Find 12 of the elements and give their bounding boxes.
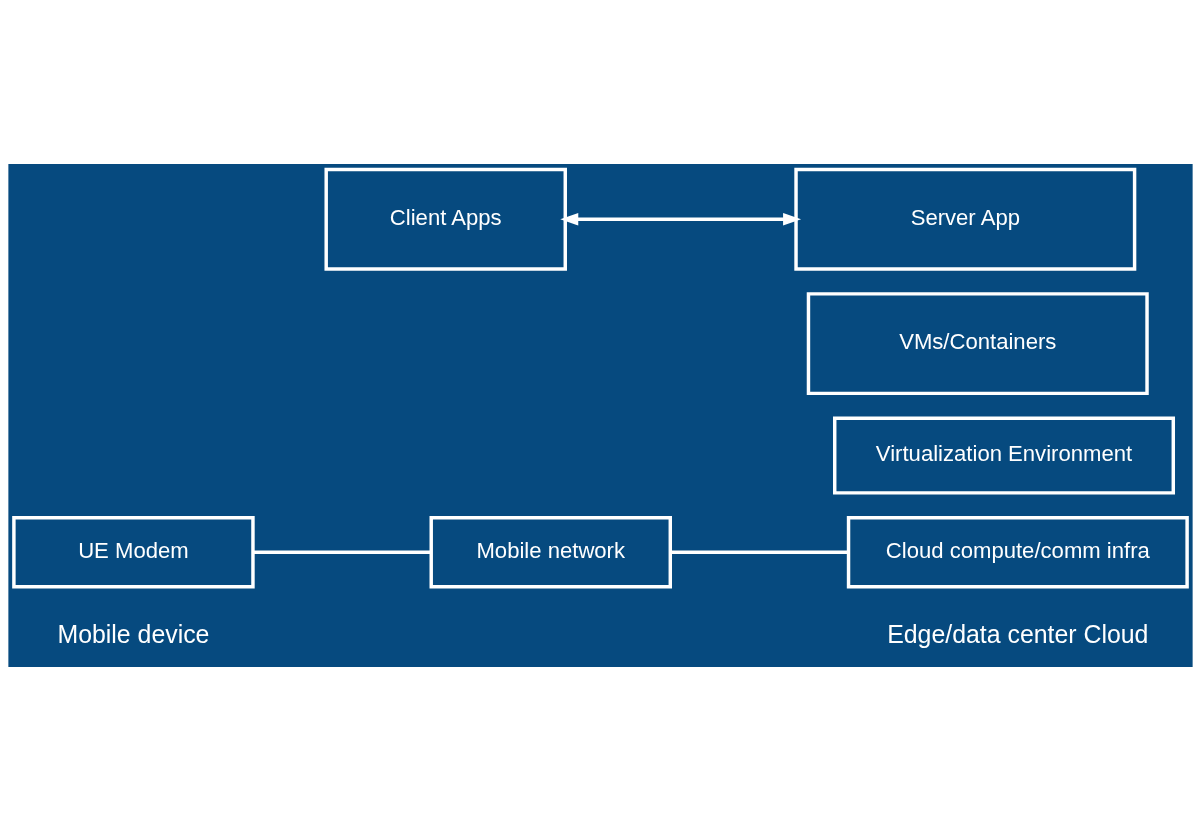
- node-box: VMs/Containers: [806, 292, 1149, 396]
- label: Edge/data center Cloud: [887, 619, 1149, 648]
- node-box: UE Modem: [12, 516, 255, 589]
- label: Mobile device: [57, 619, 210, 648]
- node-box: Virtualization Environment: [833, 416, 1175, 495]
- node-box: Cloud compute/comm infra: [846, 516, 1189, 589]
- connector: [670, 550, 849, 555]
- node-box: Client Apps: [324, 167, 567, 271]
- arrow: [560, 213, 802, 226]
- node-box: Server App: [794, 167, 1137, 271]
- node-box: Mobile network: [429, 516, 672, 589]
- connector: [253, 550, 432, 555]
